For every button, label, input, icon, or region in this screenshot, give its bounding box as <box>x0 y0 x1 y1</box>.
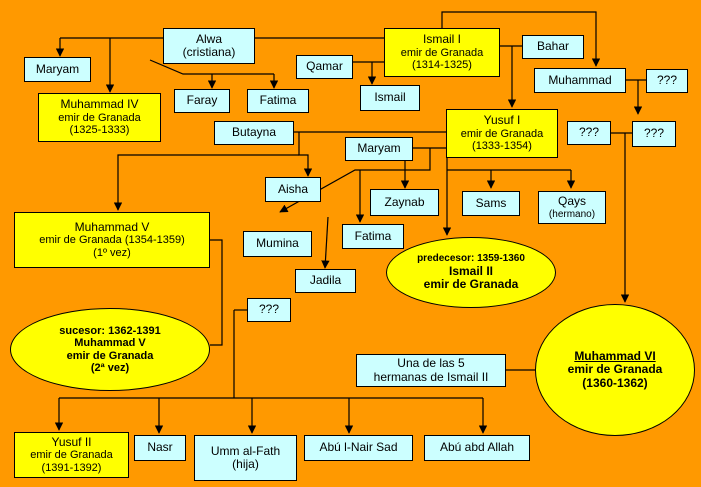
ruler-yusuf1: Yusuf I emir de Granada (1333-1354) <box>446 109 558 158</box>
person-name: Abú l-Nair Sad <box>319 440 398 455</box>
person-name: Muhammad V <box>74 337 146 350</box>
person-nasr: Nasr <box>134 435 186 461</box>
person-name: Faray <box>186 93 218 108</box>
person-umm-al-fath: Umm al-Fath (hija) <box>194 435 297 481</box>
person-note: (cristiana) <box>182 45 236 59</box>
person-unknown-1: ??? <box>646 69 688 93</box>
person-fatima-b: Fatima <box>342 224 404 249</box>
person-zaynab: Zaynab <box>370 189 439 216</box>
person-qamar: Qamar <box>296 55 353 79</box>
person-name: Fatima <box>354 228 392 243</box>
person-name: Alwa <box>195 31 222 46</box>
person-unknown-4: ??? <box>247 298 291 322</box>
person-butayna: Butayna <box>214 121 294 145</box>
line-to-muhammad5 <box>113 154 299 211</box>
person-name: Yusuf II <box>51 434 92 449</box>
line-to-aisha <box>298 132 313 177</box>
ruler-yusuf2: Yusuf II emir de Granada (1391-1392) <box>14 432 129 478</box>
person-title: emir de Granada <box>400 46 484 59</box>
ruler-muhammad5: Muhammad V emir de Granada (1354-1359) (… <box>14 212 210 268</box>
person-note: (2ª vez) <box>90 361 130 374</box>
person-name: Qamar <box>306 59 343 74</box>
person-name: Aisha <box>277 181 309 196</box>
ruler-ismail1: Ismail I emir de Granada (1314-1325) <box>384 28 500 77</box>
person-jadila: Jadila <box>295 269 356 293</box>
person-line-1: Una de las 5 <box>397 356 465 371</box>
person-name: Fatima <box>259 93 297 108</box>
line-muhammad5-unknown4 <box>210 239 223 310</box>
person-name: Muhammad VI <box>574 348 656 363</box>
person-maryam-mid: Maryam <box>345 137 413 161</box>
person-sams: Sams <box>462 191 520 216</box>
person-note: (1º vez) <box>93 246 131 259</box>
ruler-muhammad4: Muhammad IV emir de Granada (1325-1333) <box>38 93 161 142</box>
person-alwa: Alwa (cristiana) <box>163 28 255 64</box>
person-aisha: Aisha <box>265 177 321 202</box>
line-to-jadila <box>321 216 330 269</box>
reign-label: predecesor: 1359-1360 <box>417 253 525 265</box>
person-qays: Qays (hermano) <box>538 191 606 224</box>
person-name: Sams <box>475 195 507 210</box>
person-title: emir de Granada <box>30 449 113 462</box>
ruler-muhammad5-second: sucesor: 1362-1391 Muhammad V emir de Gr… <box>10 308 210 391</box>
person-abu-nair-sad: Abú l-Nair Sad <box>304 435 413 461</box>
person-name: ??? <box>643 126 665 141</box>
person-unknown-2: ??? <box>567 121 611 145</box>
person-reign: (1314-1325) <box>412 59 472 72</box>
person-name: Zaynab <box>384 194 425 209</box>
person-name: Jadila <box>309 273 342 288</box>
person-mumina: Mumina <box>243 231 312 257</box>
person-name: Ismail II <box>448 263 494 278</box>
person-reign: (1391-1392) <box>41 461 102 474</box>
person-note: (hija) <box>232 457 259 471</box>
person-name: ??? <box>578 125 600 140</box>
person-title: emir de Granada <box>567 362 663 377</box>
person-maryam-top: Maryam <box>24 57 91 82</box>
person-bahar: Bahar <box>522 35 584 59</box>
person-abu-abd-allah: Abú abd Allah <box>424 435 530 461</box>
person-faray: Faray <box>174 89 230 113</box>
person-title: emir de Granada <box>460 127 544 140</box>
person-title: emir de Granada <box>66 349 154 362</box>
person-title: emir de Granada <box>58 111 141 124</box>
person-reign: (1325-1333) <box>69 124 130 137</box>
person-title: emir de Granada <box>423 277 519 292</box>
ruler-ismail2: predecesor: 1359-1360 Ismail II emir de … <box>386 237 556 308</box>
person-name: ??? <box>258 302 280 317</box>
line-alwa-children <box>149 59 274 75</box>
person-note: (hermano) <box>548 208 596 220</box>
person-title: emir de Granada (1354-1359) <box>39 234 185 247</box>
person-line-2: hermanas de Ismail II <box>373 369 489 384</box>
person-name: Ismail I <box>422 32 461 47</box>
person-sister-of-ismail2: Una de las 5 hermanas de Ismail II <box>356 354 506 387</box>
person-name: Mumina <box>256 236 299 251</box>
person-name: Nasr <box>147 440 173 455</box>
person-fatima-a: Fatima <box>247 89 309 113</box>
line-muhammad5-second-link <box>210 310 223 346</box>
reign-label: sucesor: 1362-1391 <box>59 324 161 337</box>
person-name: Muhammad V <box>74 219 150 234</box>
person-unknown-3: ??? <box>632 121 676 147</box>
person-ismail: Ismail <box>360 85 420 111</box>
ruler-muhammad6: Muhammad VI emir de Granada (1360-1362) <box>535 304 695 436</box>
line-ismail1-muhammad <box>441 11 601 67</box>
person-name: Bahar <box>536 39 570 54</box>
person-muhammad: Muhammad <box>534 68 626 93</box>
person-name: Abú abd Allah <box>439 440 515 455</box>
person-name: Umm al-Fath <box>210 443 281 458</box>
person-name: Yusuf I <box>483 113 521 128</box>
person-reign: (1360-1362) <box>582 375 648 390</box>
person-name: Qays <box>557 194 586 209</box>
person-name: Butayna <box>231 125 277 140</box>
person-name: ??? <box>656 73 678 88</box>
person-name: Ismail <box>374 90 406 105</box>
person-reign: (1333-1354) <box>472 140 532 153</box>
person-name: Muhammad IV <box>60 97 139 112</box>
person-name: Maryam <box>357 141 401 156</box>
person-name: Muhammad <box>548 72 612 87</box>
person-name: Maryam <box>35 61 80 76</box>
